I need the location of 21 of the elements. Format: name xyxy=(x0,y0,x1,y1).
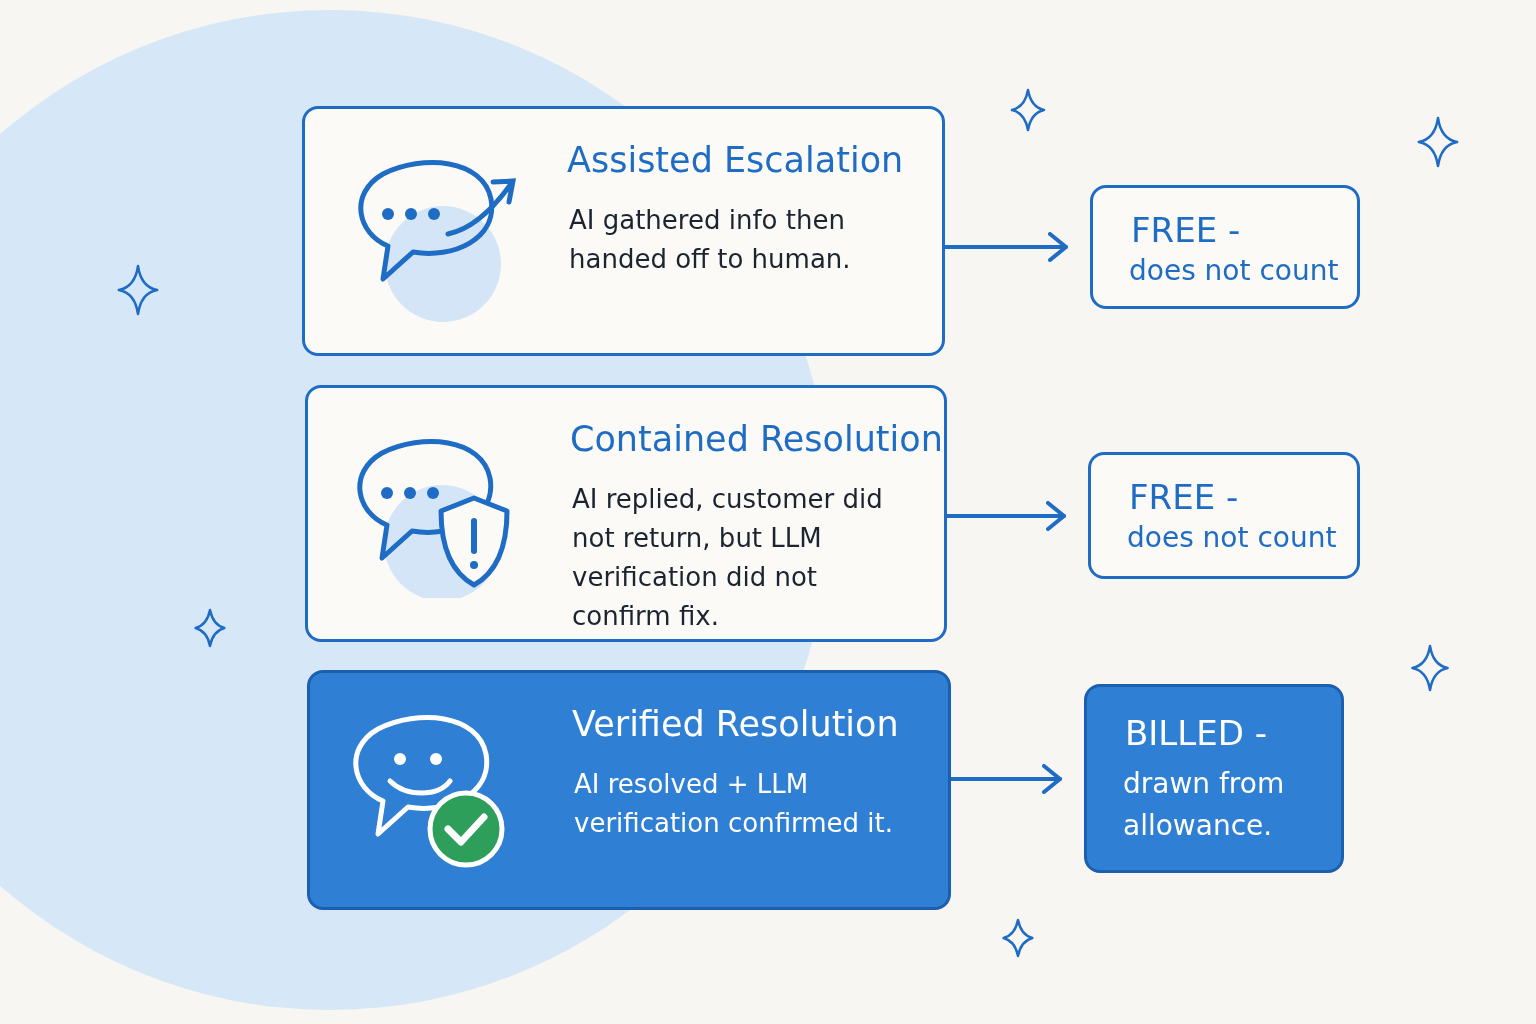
outcome-note: does not count xyxy=(1129,253,1340,289)
outcome-note: does not count xyxy=(1127,520,1338,556)
category-description: AI gathered info then handed off to human. xyxy=(569,204,852,276)
outcome-title: FREE - xyxy=(1131,210,1241,251)
category-title: Verified Resolution xyxy=(572,705,899,744)
outcome-title: FREE - xyxy=(1129,477,1239,518)
arrow xyxy=(949,764,1062,794)
highlighted-category-box xyxy=(307,670,951,910)
outcome-title: BILLED - xyxy=(1125,713,1267,754)
category-title: Contained Resolution xyxy=(570,420,943,459)
category-description: AI resolved + LLM verification confirmed it. xyxy=(574,768,895,840)
outcome-box xyxy=(1088,452,1360,579)
category-box xyxy=(305,385,947,642)
outcome-note: drawn from allowance. xyxy=(1123,766,1286,844)
category-box xyxy=(302,106,945,356)
arrow xyxy=(943,232,1068,262)
category-description: AI replied, customer did not return, but LLM verification did not confirm fix. xyxy=(572,483,884,633)
outcome-box xyxy=(1090,185,1360,309)
arrow xyxy=(945,501,1066,531)
highlighted-outcome-box xyxy=(1084,684,1344,873)
category-title: Assisted Escalation xyxy=(567,141,904,180)
